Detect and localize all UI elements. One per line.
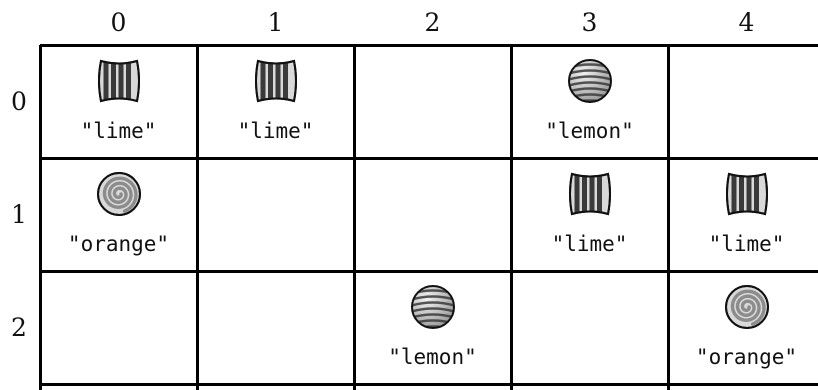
grid-cell-r1-c0: "orange" bbox=[40, 158, 197, 271]
wrapped-striped-candy-icon bbox=[721, 168, 773, 220]
wrapped-striped-candy-icon bbox=[564, 168, 616, 220]
candy-label: "lime" bbox=[648, 232, 818, 256]
candy-label: "lemon" bbox=[491, 119, 688, 143]
candy-label: "orange" bbox=[648, 345, 818, 369]
column-header-4: 4 bbox=[668, 6, 818, 40]
swirl-candy-icon bbox=[721, 281, 773, 333]
grid-cell-r0-c3: "lemon" bbox=[511, 45, 668, 158]
column-header-0: 0 bbox=[40, 6, 197, 40]
row-header-2: 2 bbox=[0, 271, 38, 384]
grid-cell-r0-c0: "lime" bbox=[40, 45, 197, 158]
column-header-3: 3 bbox=[511, 6, 668, 40]
grid-cell-r1-c4: "lime" bbox=[668, 158, 818, 271]
striped-ball-candy-icon bbox=[564, 55, 616, 107]
wrapped-striped-candy-icon bbox=[250, 55, 302, 107]
grid-cell-r1-c3: "lime" bbox=[511, 158, 668, 271]
grid-cell-r2-c4: "orange" bbox=[668, 271, 818, 384]
grid-cell-r0-c1: "lime" bbox=[197, 45, 354, 158]
grid: "lime""lime""lemon""orange""lime""lime""… bbox=[40, 45, 818, 390]
column-header-2: 2 bbox=[354, 6, 511, 40]
candy-label: "lemon" bbox=[334, 345, 531, 369]
swirl-candy-icon bbox=[93, 168, 145, 220]
grid-cell-r2-c2: "lemon" bbox=[354, 271, 511, 384]
candy-label: "orange" bbox=[20, 232, 217, 256]
column-header-1: 1 bbox=[197, 6, 354, 40]
candy-label: "lime" bbox=[177, 119, 374, 143]
striped-ball-candy-icon bbox=[407, 281, 459, 333]
wrapped-striped-candy-icon bbox=[93, 55, 145, 107]
